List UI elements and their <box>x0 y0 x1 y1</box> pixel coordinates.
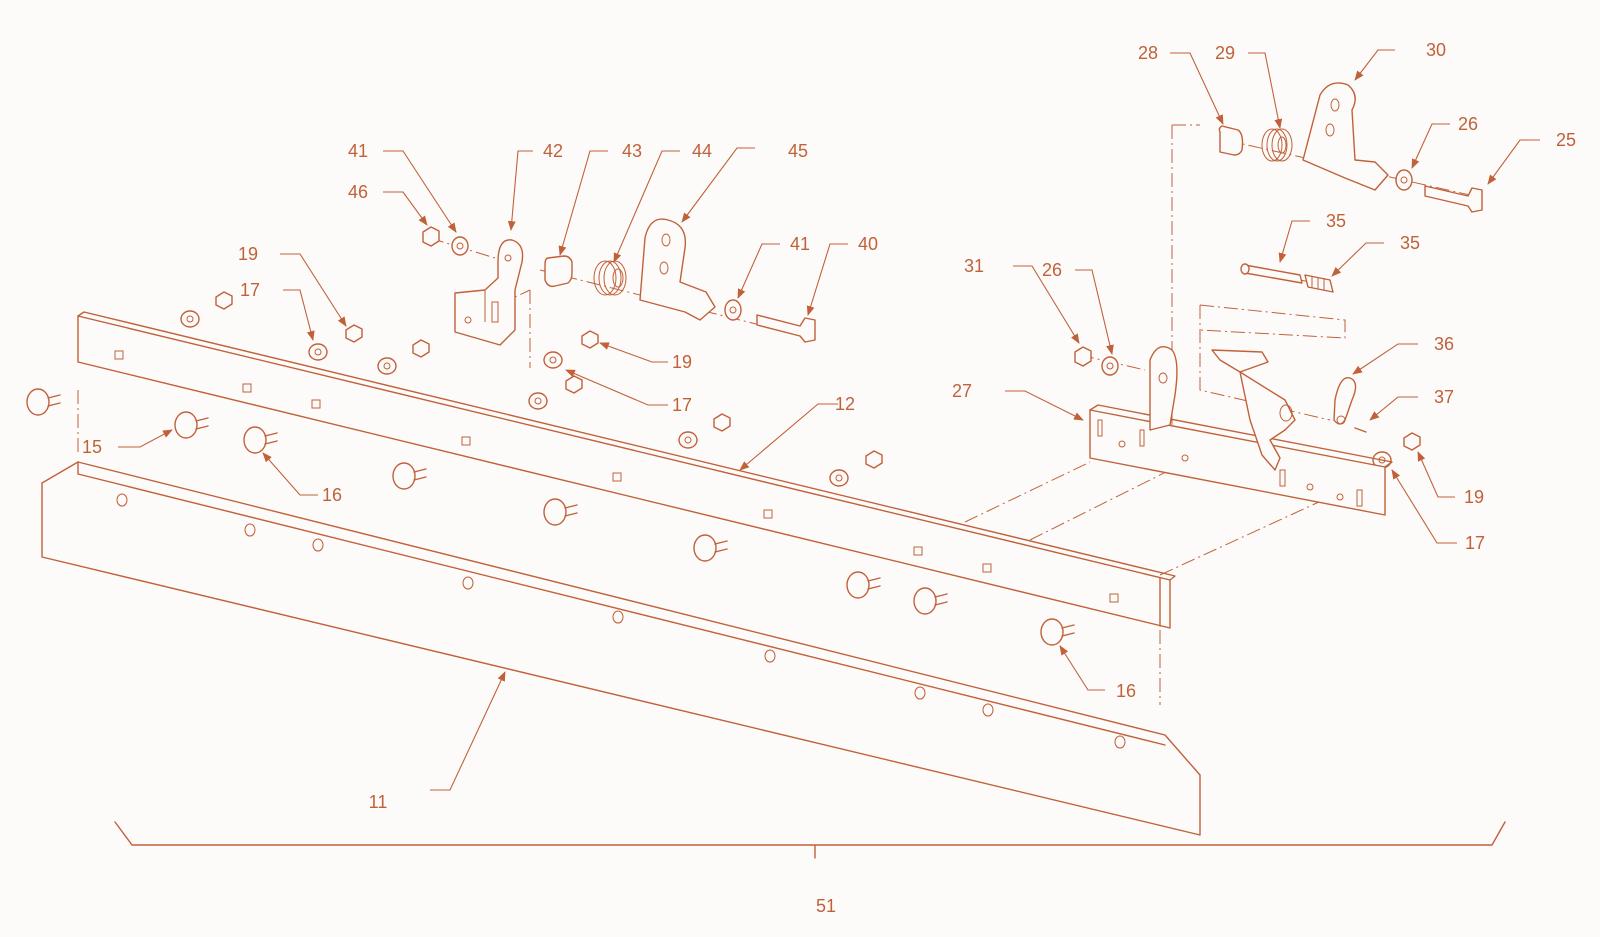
callout-15: 15 <box>82 437 102 457</box>
callout-28: 28 <box>1138 43 1158 63</box>
carriage-bolts <box>26 388 1075 646</box>
callout-30: 30 <box>1426 40 1446 60</box>
callout-17-left: 17 <box>240 280 260 300</box>
lever-assembly <box>1211 263 1367 471</box>
callout-16-left: 16 <box>322 485 342 505</box>
callout-40: 40 <box>858 234 878 254</box>
callout-26-top: 26 <box>1458 114 1478 134</box>
callout-35-top: 35 <box>1326 211 1346 231</box>
callout-31: 31 <box>964 256 984 276</box>
part-27-side-plate <box>1074 346 1393 516</box>
callout-12: 12 <box>835 394 855 414</box>
callout-41-top: 41 <box>348 141 368 161</box>
callout-26-mid: 26 <box>1042 260 1062 280</box>
left-bracket-assembly <box>422 218 816 346</box>
callout-51: 51 <box>816 896 836 916</box>
callout-45: 45 <box>788 141 808 161</box>
callout-29: 29 <box>1215 43 1235 63</box>
callout-46: 46 <box>348 182 368 202</box>
callout-19-right: 19 <box>1464 487 1484 507</box>
upper-right-bracket <box>1218 82 1483 213</box>
callout-41-mid: 41 <box>790 234 810 254</box>
callout-35-bottom: 36 <box>1434 334 1454 354</box>
callout-19-left: 19 <box>238 244 258 264</box>
callout-16-right: 16 <box>1116 681 1136 701</box>
leader-lines <box>118 49 1540 791</box>
callout-17-right: 17 <box>1465 533 1485 553</box>
callout-labels: 11 12 15 16 16 17 17 17 19 19 19 25 26 2… <box>82 40 1576 916</box>
callout-19-center: 19 <box>672 352 692 372</box>
part-11-blade <box>41 461 1201 836</box>
part-12-strip <box>77 311 1176 629</box>
callout-11: 11 <box>369 792 388 812</box>
callout-42: 42 <box>543 141 563 161</box>
callout-43: 43 <box>622 141 642 161</box>
callout-37: 37 <box>1434 387 1454 407</box>
callout-17-center: 17 <box>672 395 692 415</box>
callout-27: 27 <box>952 381 972 401</box>
assembly-bracket <box>114 821 1506 859</box>
callout-36: 35 <box>1400 233 1420 253</box>
callout-44: 44 <box>692 141 712 161</box>
callout-25: 25 <box>1556 130 1576 150</box>
